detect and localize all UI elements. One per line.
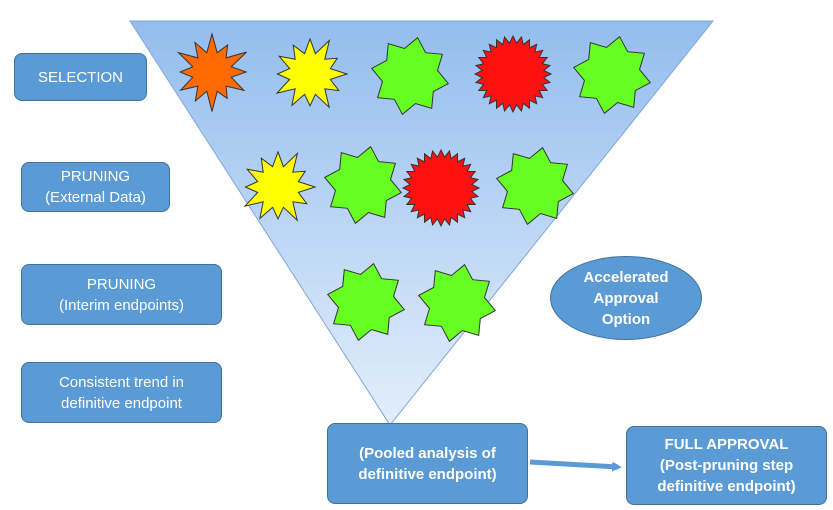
- full-approval-title: FULL APPROVAL: [664, 436, 789, 453]
- consistent-trend-box: Consistent trend in definitive endpoint: [21, 362, 222, 423]
- green-star-icon: [417, 263, 497, 343]
- full-approval-line2: (Post-pruning step: [659, 457, 794, 474]
- consistent-trend-line1: Consistent trend in: [58, 373, 185, 391]
- full-approval-box: FULL APPROVAL (Post-pruning step definit…: [626, 426, 827, 505]
- selection-label: SELECTION: [37, 68, 124, 86]
- consistent-trend-line2: definitive endpoint: [61, 394, 182, 412]
- green-star-icon: [572, 35, 652, 115]
- full-approval-line3: definitive endpoint): [657, 478, 796, 495]
- accelerated-line1: Accelerated: [583, 268, 669, 286]
- accelerated-line2: Approval: [593, 289, 659, 307]
- pooled-line2: definitive endpoint): [358, 465, 497, 483]
- pruning-interim-subtitle: (Interim endpoints): [58, 296, 185, 314]
- accelerated-line3: Option: [601, 310, 651, 328]
- pruning-external-box: PRUNING (External Data): [21, 162, 170, 212]
- pruning-interim-title: PRUNING: [86, 275, 157, 293]
- yellow-starburst-icon: [243, 150, 317, 222]
- pooled-line1: (Pooled analysis of: [359, 444, 496, 462]
- pruning-external-subtitle: (External Data): [45, 189, 146, 206]
- pooled-analysis-box: (Pooled analysis of definitive endpoint): [327, 423, 528, 504]
- green-star-icon: [323, 145, 403, 225]
- red-starburst-icon: [473, 34, 553, 114]
- funnel: [129, 20, 715, 426]
- orange-starburst-icon: [176, 32, 248, 112]
- pruning-external-title: PRUNING: [60, 168, 131, 185]
- shapes-layer: [176, 32, 652, 343]
- green-star-icon: [326, 262, 406, 342]
- selection-box: SELECTION: [14, 53, 147, 101]
- pruning-interim-box: PRUNING (Interim endpoints): [21, 264, 222, 325]
- green-star-icon: [370, 36, 450, 116]
- accelerated-approval-ellipse: Accelerated Approval Option: [550, 256, 702, 340]
- red-starburst-icon: [401, 148, 481, 228]
- green-star-icon: [495, 146, 575, 226]
- yellow-starburst-icon: [275, 37, 349, 109]
- arrow-to-full-approval: [529, 459, 622, 472]
